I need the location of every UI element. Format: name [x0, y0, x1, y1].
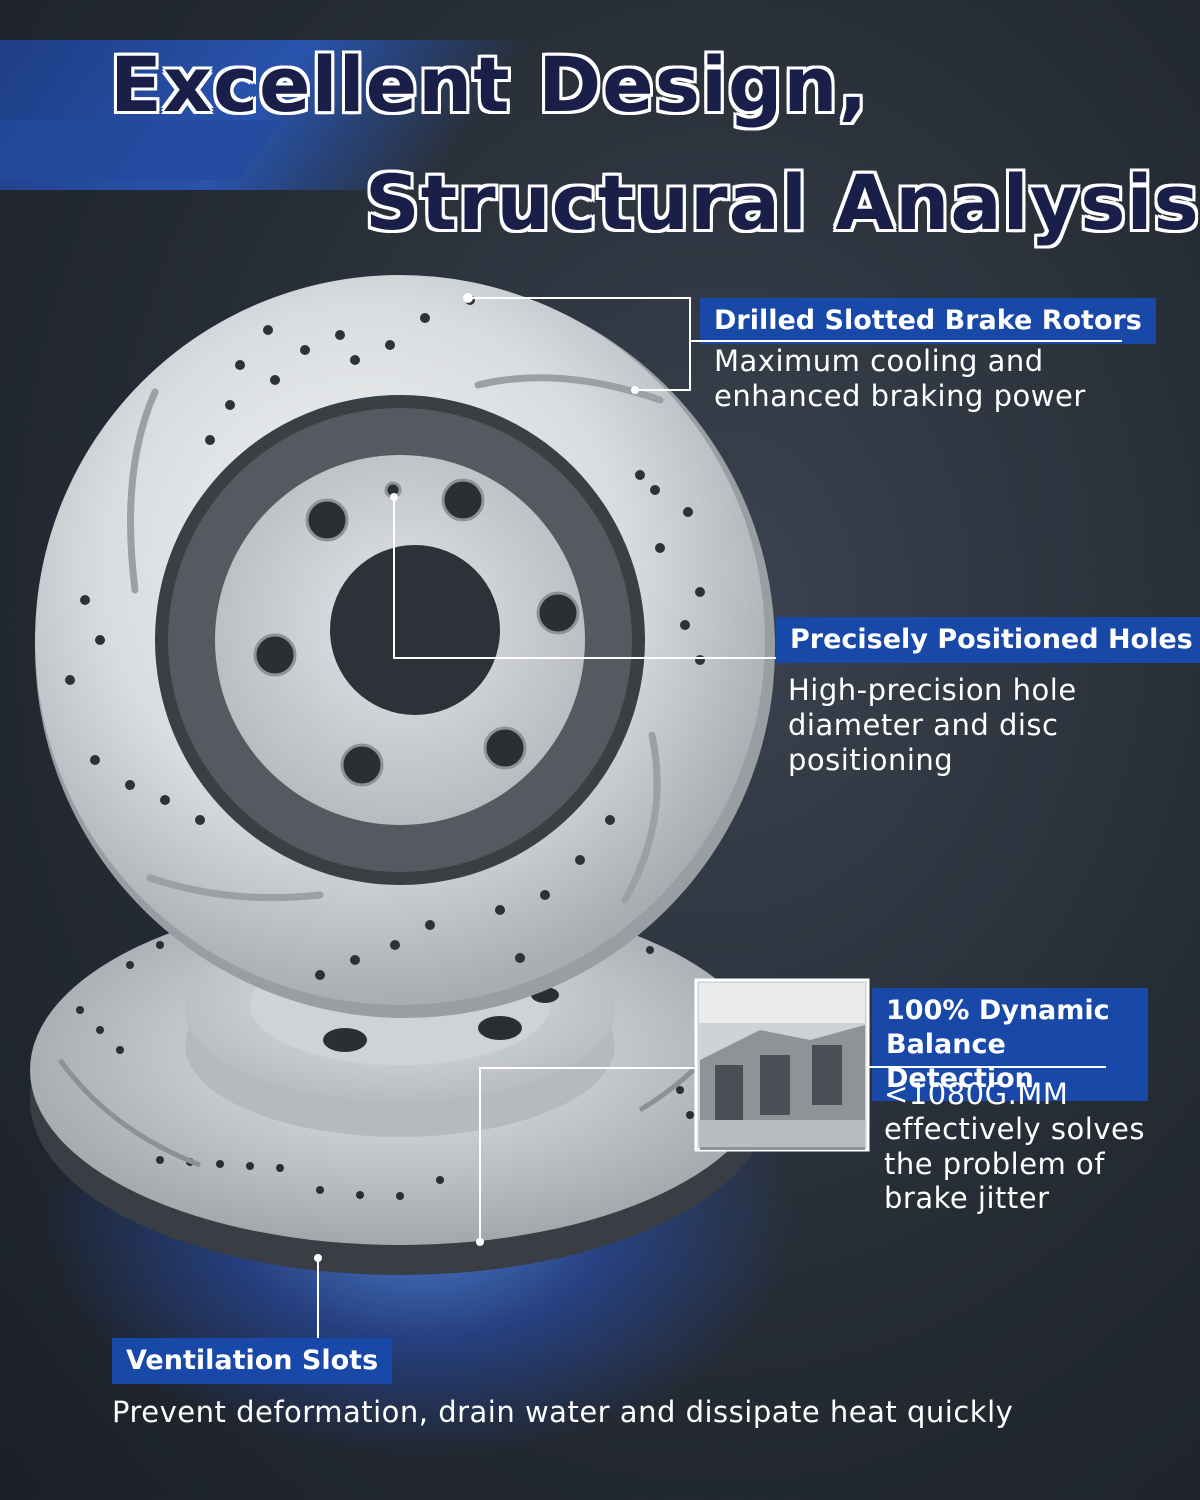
feature-underline: [690, 340, 1122, 342]
headline-line-2: Structural Analysis: [365, 158, 1200, 247]
ventilation-detail-inset: [694, 978, 870, 1152]
feature-underline: [868, 1066, 1106, 1068]
feature-desc-positioned-holes: High-precision hole diameter and disc po…: [788, 673, 1077, 777]
feature-title-dynamic-balance: 100% Dynamic Balance Detection: [872, 988, 1148, 1102]
callout-lines: [317, 297, 776, 1338]
front-rotor: [35, 275, 775, 1018]
feature-desc-drilled-slotted: Maximum cooling and enhanced braking pow…: [714, 344, 1086, 413]
feature-title-drilled-slotted: Drilled Slotted Brake Rotors: [700, 298, 1156, 344]
feature-title-ventilation-slots: Ventilation Slots: [112, 1338, 393, 1384]
feature-desc-dynamic-balance: <1080G.MM effectively solves the problem…: [884, 1077, 1145, 1216]
feature-title-positioned-holes: Precisely Positioned Holes: [776, 617, 1200, 663]
headline-line-1: Excellent Design,: [110, 40, 869, 129]
feature-desc-ventilation-slots: Prevent deformation, drain water and dis…: [112, 1395, 1014, 1429]
